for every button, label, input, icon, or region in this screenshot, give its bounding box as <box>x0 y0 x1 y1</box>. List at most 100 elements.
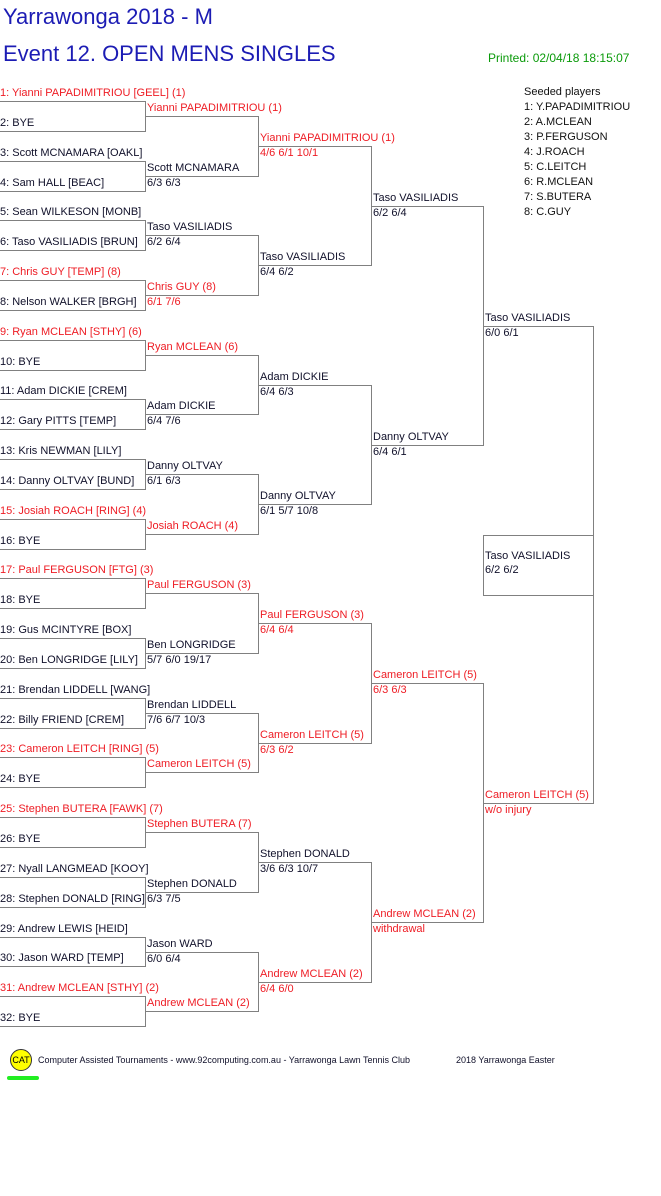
match-winner: Taso VASILIADIS <box>260 251 346 263</box>
match-winner: Andrew MCLEAN (2) <box>260 968 363 980</box>
bracket-line <box>0 131 145 132</box>
bracket-line <box>0 191 145 192</box>
player-entry: 12: Gary PITTS [TEMP] <box>0 415 117 427</box>
player-entry: 16: BYE <box>0 535 41 547</box>
bracket-line <box>0 847 145 848</box>
match-winner: Stephen BUTERA (7) <box>147 818 252 830</box>
match-winner: Yianni PAPADIMITRIOU (1) <box>147 102 282 114</box>
bracket-line <box>0 220 145 221</box>
match-winner: Adam DICKIE <box>260 371 329 383</box>
bracket-line <box>145 116 258 117</box>
bracket-line <box>0 549 145 550</box>
match-winner: Cameron LEITCH (5) <box>373 669 477 681</box>
match-score: 6/1 7/6 <box>147 296 181 308</box>
bracket-line <box>483 803 593 804</box>
player-entry: 21: Brendan LIDDELL [WANG] <box>0 684 151 696</box>
champion-name: Taso VASILIADIS <box>485 550 571 562</box>
player-entry: 14: Danny OLTVAY [BUND] <box>0 475 135 487</box>
player-entry: 6: Taso VASILIADIS [BRUN] <box>0 236 138 248</box>
bracket-line <box>145 474 258 475</box>
bracket-line <box>258 265 371 266</box>
match-winner: Ryan MCLEAN (6) <box>147 341 239 353</box>
player-entry: 22: Billy FRIEND [CREM] <box>0 714 125 726</box>
match-winner: Brendan LIDDELL <box>147 699 237 711</box>
match-winner: Yianni PAPADIMITRIOU (1) <box>260 132 395 144</box>
player-entry: 24: BYE <box>0 773 41 785</box>
match-score: 3/6 6/3 10/7 <box>260 863 319 875</box>
bracket-line <box>258 146 371 147</box>
bracket-line <box>258 385 371 386</box>
bracket-line <box>0 787 145 788</box>
bracket-line <box>371 445 483 446</box>
seed-item: 6: R.MCLEAN <box>524 176 594 188</box>
tournament-title: Yarrawonga 2018 - M <box>3 4 213 29</box>
match-winner: Chris GUY (8) <box>147 281 216 293</box>
match-winner: Scott MCNAMARA <box>147 162 240 174</box>
player-entry: 8: Nelson WALKER [BRGH] <box>0 296 137 308</box>
match-score: 4/6 6/1 10/1 <box>260 147 319 159</box>
player-entry: 15: Josiah ROACH [RING] (4) <box>0 505 147 517</box>
match-winner: Danny OLTVAY <box>147 460 223 472</box>
bracket-line <box>145 235 258 236</box>
bracket-line <box>0 250 145 251</box>
player-entry: 28: Stephen DONALD [RING] <box>0 893 145 905</box>
bracket-line <box>0 937 145 938</box>
player-entry: 5: Sean WILKESON [MONB] <box>0 206 142 218</box>
match-score: 6/2 6/4 <box>373 207 407 219</box>
player-entry: 25: Stephen BUTERA [FAWK] (7) <box>0 803 163 815</box>
bracket-line <box>145 832 258 833</box>
seed-item: 7: S.BUTERA <box>524 191 592 203</box>
match-winner: Ben LONGRIDGE <box>147 639 236 651</box>
bracket-line <box>258 504 371 505</box>
bracket-line <box>145 593 258 594</box>
bracket-line <box>0 578 145 579</box>
match-score: w/o injury <box>485 804 532 816</box>
bracket-line <box>145 713 258 714</box>
bracket-line <box>0 429 145 430</box>
bracket-line <box>0 966 145 967</box>
match-score: 6/4 6/1 <box>373 446 407 458</box>
player-entry: 2: BYE <box>0 117 35 129</box>
seed-item: 3: P.FERGUSON <box>524 131 608 143</box>
champion-box-bottom <box>483 595 593 596</box>
match-score: 6/2 6/4 <box>147 236 181 248</box>
bracket-line <box>0 280 145 281</box>
match-winner: Jason WARD <box>147 938 213 950</box>
player-entry: 10: BYE <box>0 356 41 368</box>
match-score: withdrawal <box>373 923 425 935</box>
seed-item: 8: C.GUY <box>524 206 572 218</box>
match-score: 6/4 6/2 <box>260 266 294 278</box>
bracket-line <box>0 459 145 460</box>
match-score: 6/1 5/7 10/8 <box>260 505 319 517</box>
champion-score: 6/2 6/2 <box>485 564 519 576</box>
bracket-line <box>0 101 145 102</box>
match-score: 6/0 6/4 <box>147 953 181 965</box>
bracket-line <box>0 638 145 639</box>
player-entry: 31: Andrew MCLEAN [STHY] (2) <box>0 982 159 994</box>
bracket-line <box>145 295 258 296</box>
footer-event: 2018 Yarrawonga Easter <box>456 1055 555 1065</box>
match-winner: Taso VASILIADIS <box>485 312 571 324</box>
match-winner: Cameron LEITCH (5) <box>260 729 364 741</box>
bracket-line <box>483 326 593 327</box>
bracket-line <box>0 907 145 908</box>
bracket-line <box>0 877 145 878</box>
bracket-line <box>0 728 145 729</box>
player-entry: 1: Yianni PAPADIMITRIOU [GEEL] (1) <box>0 87 186 99</box>
match-score: 6/1 6/3 <box>147 475 181 487</box>
player-entry: 19: Gus MCINTYRE [BOX] <box>0 624 132 636</box>
seed-item: 4: J.ROACH <box>524 146 585 158</box>
match-score: 5/7 6/0 19/17 <box>147 654 212 666</box>
match-winner: Stephen DONALD <box>147 878 237 890</box>
match-winner: Stephen DONALD <box>260 848 350 860</box>
footer-credit: Computer Assisted Tournaments - www.92co… <box>38 1055 411 1065</box>
bracket-line <box>371 206 483 207</box>
player-entry: 17: Paul FERGUSON [FTG] (3) <box>0 564 154 576</box>
player-entry: 4: Sam HALL [BEAC] <box>0 177 105 189</box>
bracket-line <box>0 608 145 609</box>
bracket-line <box>145 952 258 953</box>
match-winner: Adam DICKIE <box>147 400 216 412</box>
champion-box-top <box>483 535 593 536</box>
bracket-line <box>0 668 145 669</box>
bracket-connector <box>593 326 594 804</box>
